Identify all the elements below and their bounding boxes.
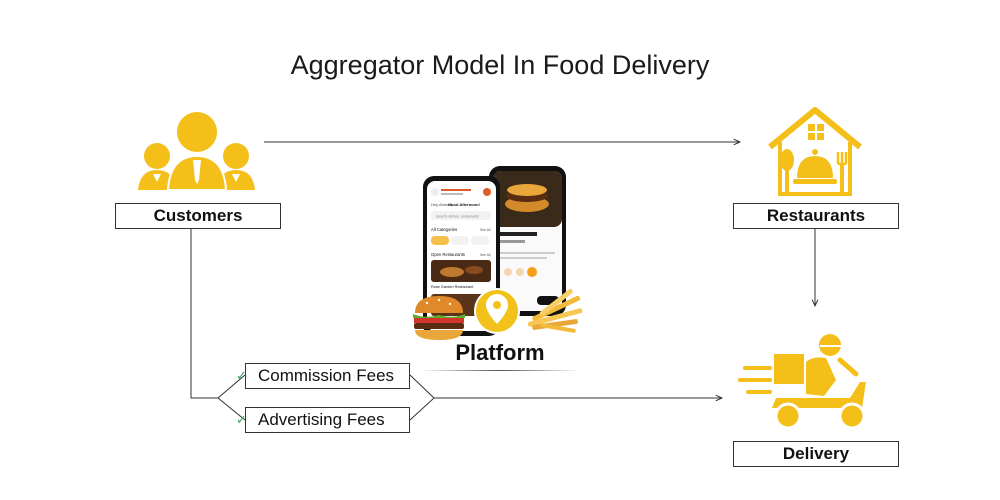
fees-left-bracket: [217, 374, 246, 421]
phone-open-restaurants: Open Restaurants: [431, 252, 465, 257]
diagram-title: Aggregator Model In Food Delivery: [290, 50, 710, 80]
phone-see-all-1: See All: [480, 228, 491, 232]
fries-icon: [527, 288, 583, 333]
burger-icon: [413, 296, 465, 340]
commission-fees-box: ✓ Commission Fees: [236, 363, 410, 389]
commission-fees-label: Commission Fees: [258, 366, 395, 385]
customers-to-fees-line: [190, 228, 218, 399]
check-icon: ✓: [236, 368, 247, 383]
platform-phone-illustration: Hey Ahmed, Good Afternoon! Search dishes…: [423, 166, 566, 336]
advertising-fees-label: Advertising Fees: [258, 410, 385, 429]
phone-search-placeholder: Search dishes, restaurants: [436, 215, 479, 219]
customers-icon: [138, 110, 255, 191]
location-pin-icon: [474, 288, 520, 334]
phone-greeting: Good Afternoon!: [448, 202, 480, 207]
advertising-fees-box: ✓ Advertising Fees: [236, 407, 410, 433]
restaurant-icon: [768, 107, 862, 196]
svg-text:Hey Ahmed,: Hey Ahmed,: [431, 202, 453, 207]
fees-right-bracket: [409, 374, 435, 421]
delivery-node: Delivery: [733, 441, 899, 467]
check-icon: ✓: [236, 412, 247, 427]
phone-all-categories: All Categories: [431, 227, 457, 232]
phone-see-all-2: See All: [480, 253, 491, 257]
platform-underline: [420, 370, 580, 371]
platform-label: Platform: [455, 340, 545, 365]
customers-node: Customers: [115, 203, 281, 229]
phone-restaurant-name: Rose Garden Restaurant: [431, 285, 474, 289]
delivery-scooter-icon: [738, 334, 866, 430]
restaurants-node: Restaurants: [733, 203, 899, 229]
